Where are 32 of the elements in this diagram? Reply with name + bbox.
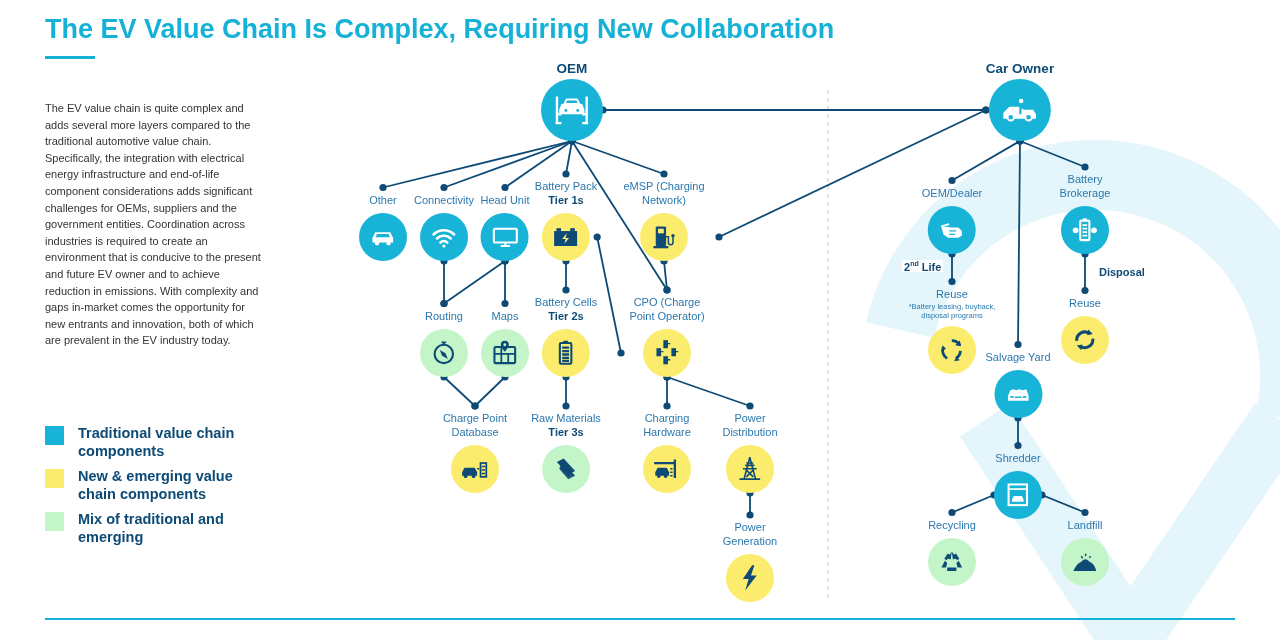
node-label: Charging Hardware [642, 412, 692, 439]
node-label: Battery Pack Tier 1s [534, 180, 598, 207]
node-label: OEM/Dealer [921, 186, 983, 200]
node-label: Charge Point Database [441, 412, 509, 439]
node-label: OEM [556, 61, 588, 75]
node-label: Maps [491, 309, 519, 323]
legend-label: Mix of traditional and emerging [78, 510, 225, 546]
node-label: Landfill [1067, 518, 1103, 532]
node-label: Head Unit [480, 193, 530, 207]
edge-label: Disposal [1097, 266, 1147, 279]
node-label: Raw Materials Tier 3s [531, 412, 601, 439]
legend-label: New & emerging value chain components [78, 467, 234, 503]
node-label: Power Generation [721, 521, 779, 548]
legend-label: Traditional value chain components [78, 424, 236, 460]
node-label: CPO (Charge Point Operator) [628, 296, 706, 323]
node-label: Shredder [995, 451, 1041, 465]
node-label: Other [369, 193, 397, 207]
node-label: Routing [425, 309, 463, 323]
node-label: Connectivity [414, 193, 474, 207]
node-label: Reuse [1069, 296, 1101, 310]
node-label: Car Owner [985, 61, 1055, 75]
node-label: Power Distribution [721, 412, 779, 439]
node-label: eMSP (Charging Network) [622, 180, 706, 207]
node-label: Battery Cells Tier 2s [534, 296, 598, 323]
connector-line [715, 106, 990, 241]
node-label: Reuse [936, 287, 968, 301]
node-label: Battery Brokerage [1058, 173, 1112, 200]
title: The EV Value Chain Is Complex, Requiring New Collaboration [45, 14, 835, 45]
node-label: Salvage Yard [985, 350, 1051, 364]
connector-line [593, 233, 625, 357]
description-paragraph: The EV value chain is quite complex and adds several more layers compared to the traditional automotive value chain. Specifically, the integration with electrical energy infrastructure and end-of-life component considerations adds significant challenges for OEMs, suppliers and the government entities. Coordination across industries is required to create an environment that is conducive to the present and future EV owner and to achieve reduction in emissions. With complexity and gaps in-market comes the opportunity for new entrants and innovation, both of which are prevalent in the EV industry today. [45, 101, 262, 349]
node-label: Recycling [928, 518, 976, 532]
